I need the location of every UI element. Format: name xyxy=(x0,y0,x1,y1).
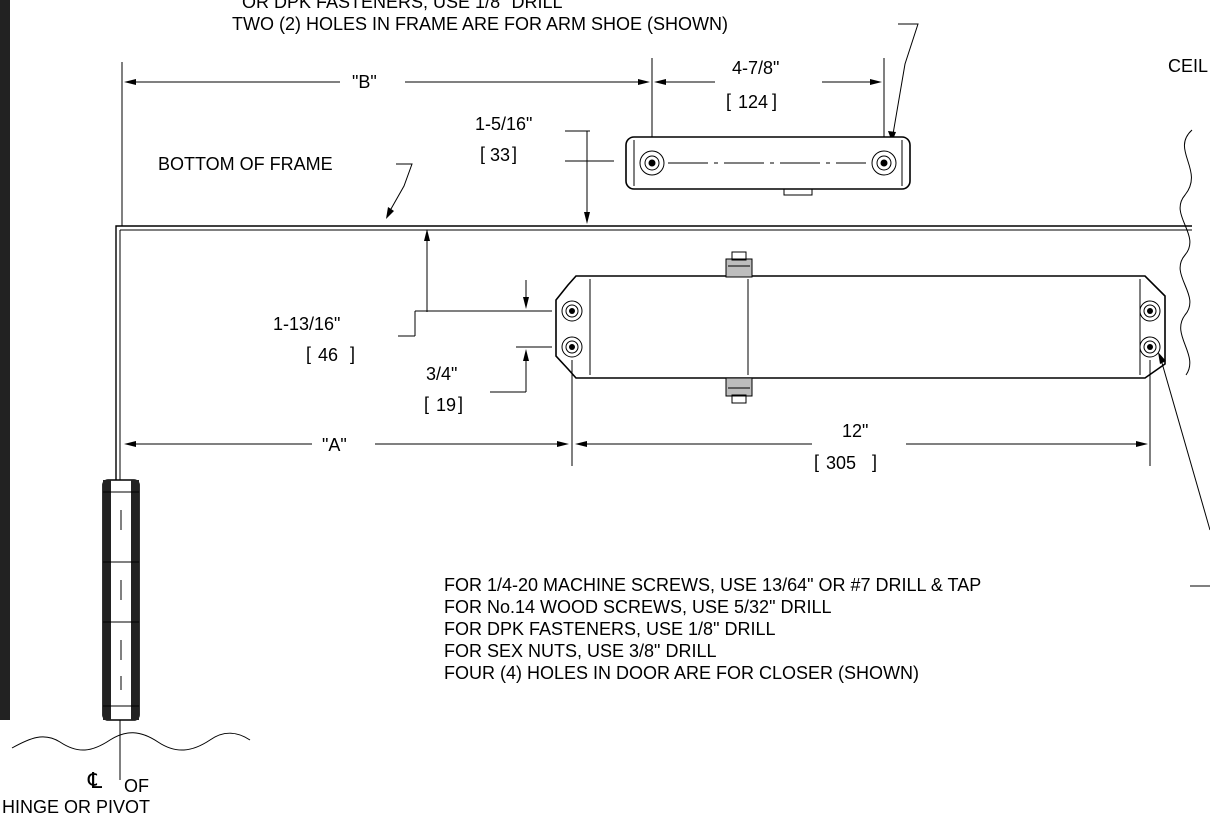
top-note-leader xyxy=(891,23,919,141)
closer-length-in: 12" xyxy=(842,421,868,441)
hole-spacing-in: 3/4" xyxy=(426,364,457,384)
shoe-width-in: 4-7/8" xyxy=(732,58,779,78)
shoe-hole-left xyxy=(639,150,665,176)
closer-drop-mm: 46 xyxy=(318,345,338,365)
door-note-4: FOR SEX NUTS, USE 3/8" DRILL xyxy=(444,641,716,661)
centerline-symbol: ℄ xyxy=(87,768,103,793)
door-note-3: FOR DPK FASTENERS, USE 1/8" DRILL xyxy=(444,619,775,639)
left-border xyxy=(0,0,10,720)
ceiling-label: CEIL xyxy=(1168,56,1208,76)
top-note-line1: OR DPK FASTENERS, USE 1/8" DRILL xyxy=(242,0,562,12)
ceiling-break-line xyxy=(1179,129,1193,376)
hinge xyxy=(102,479,140,721)
centerline-label: HINGE OR PIVOT xyxy=(2,797,150,817)
closer-length-mm: 305 xyxy=(826,453,856,473)
frame-line xyxy=(115,225,1192,480)
svg-text:[: [ xyxy=(726,91,731,111)
shoe-hole-right xyxy=(871,150,897,176)
door-notes-leader xyxy=(1159,355,1210,531)
closer-hole-top-left xyxy=(561,300,583,322)
svg-text:[: [ xyxy=(306,344,311,364)
door-closer-body xyxy=(555,251,1166,404)
hole-spacing-mm: 19 xyxy=(436,395,456,415)
shoe-width-mm: 124 xyxy=(738,92,768,112)
svg-text:]: ] xyxy=(458,394,463,414)
door-note-1: FOR 1/4-20 MACHINE SCREWS, USE 13/64" OR… xyxy=(444,575,981,595)
shoe-drop-mm: 33 xyxy=(490,145,510,165)
svg-text:[: [ xyxy=(480,144,485,164)
door-break-line xyxy=(11,732,251,751)
a-dim-label: "A" xyxy=(322,435,347,455)
svg-text:]: ] xyxy=(350,344,355,364)
svg-text:[: [ xyxy=(814,452,819,472)
svg-text:]: ] xyxy=(512,144,517,164)
bottom-of-frame-label: BOTTOM OF FRAME xyxy=(158,154,333,174)
svg-text:]: ] xyxy=(872,452,877,472)
bottom-of-frame-leader xyxy=(386,163,413,217)
door-note-2: FOR No.14 WOOD SCREWS, USE 5/32" DRILL xyxy=(444,597,831,617)
closer-hole-top-right xyxy=(1139,300,1161,322)
closer-hole-bottom-left xyxy=(561,336,583,358)
closer-hole-bottom-right xyxy=(1139,336,1161,358)
svg-text:]: ] xyxy=(772,91,777,111)
door-note-5: FOUR (4) HOLES IN DOOR ARE FOR CLOSER (S… xyxy=(444,663,919,683)
svg-text:[: [ xyxy=(424,394,429,414)
door-notes: FOR 1/4-20 MACHINE SCREWS, USE 13/64" OR… xyxy=(444,575,981,683)
top-note-line2: TWO (2) HOLES IN FRAME ARE FOR ARM SHOE … xyxy=(232,14,728,34)
arm-shoe xyxy=(625,136,911,196)
shoe-drop-in: 1-5/16" xyxy=(475,114,532,134)
b-dim-label: "B" xyxy=(352,72,377,92)
closer-drop-in: 1-13/16" xyxy=(273,314,340,334)
centerline-of: OF xyxy=(124,776,149,796)
